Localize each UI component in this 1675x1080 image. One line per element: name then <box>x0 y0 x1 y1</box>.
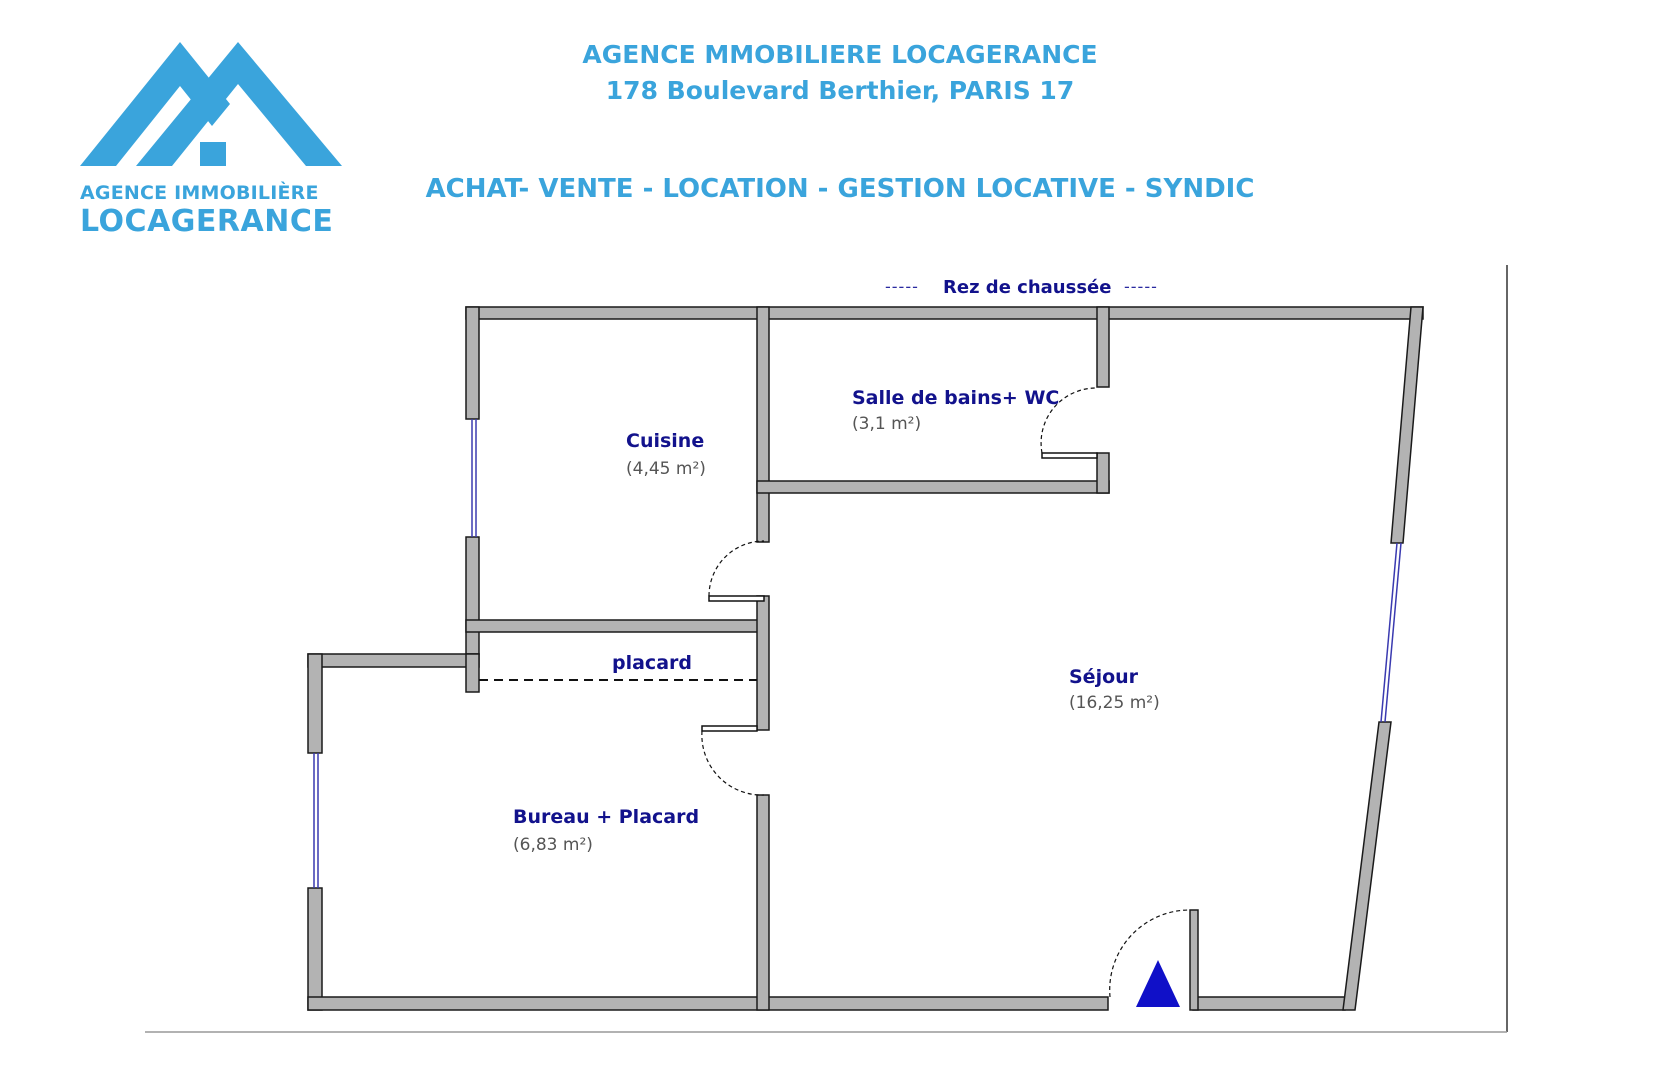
door-kitchen-leaf <box>708 595 765 602</box>
placard-label: placard <box>612 652 692 674</box>
door-bath-leaf <box>1041 452 1098 459</box>
triangle-up-icon <box>1136 960 1180 1007</box>
wall-kitchen-bottom <box>465 619 767 633</box>
door-bureau-arc <box>701 730 765 796</box>
wall-center-lower <box>756 794 770 1011</box>
logo-text-line2: LOCAGERANCE <box>80 204 334 239</box>
wall-bottom-right <box>1192 996 1346 1011</box>
wall-right-upper <box>1390 306 1424 544</box>
wall-bureau-top-stub <box>465 653 480 693</box>
floor-label-dash-left: ----- <box>885 277 919 296</box>
room-area-salle-de-bains: (3,1 m²) <box>852 414 921 434</box>
floor-label: Rez de chaussée <box>943 277 1111 298</box>
room-area-sejour: (16,25 m²) <box>1069 693 1160 713</box>
door-kitchen-arc <box>708 540 765 597</box>
doors <box>701 387 1191 998</box>
wall-bath-bottom <box>756 480 1110 494</box>
windows <box>313 419 1402 888</box>
wall-bureau-left-lower <box>307 887 323 1011</box>
house-roof-icon <box>80 42 342 166</box>
room-name-cuisine: Cuisine <box>626 430 704 452</box>
wall-kitchen-left-upper <box>465 306 480 420</box>
wall-entrance-jamb <box>1189 909 1199 1011</box>
wall-bureau-top <box>307 653 480 668</box>
room-area-cuisine: (4,45 m²) <box>626 459 706 479</box>
door-entrance-arc <box>1109 909 1191 998</box>
door-bureau-leaf <box>701 725 758 732</box>
room-area-bureau: (6,83 m²) <box>513 835 593 855</box>
door-bath-arc <box>1040 387 1098 454</box>
wall-kitchen-left-lower <box>465 536 480 655</box>
walls <box>307 306 1424 1011</box>
window-sejour-inner <box>1384 542 1402 723</box>
room-name-salle-de-bains: Salle de bains+ WC <box>852 387 1059 409</box>
wall-bath-right-lower <box>1096 452 1110 494</box>
agency-name: AGENCE MMOBILIERE LOCAGERANCE <box>582 40 1098 69</box>
wall-bottom-left <box>307 996 1109 1011</box>
floor-label-dash-right: ----- <box>1124 277 1158 296</box>
wall-center-upper <box>756 306 770 543</box>
agency-address: 178 Boulevard Berthier, PARIS 17 <box>605 76 1075 105</box>
wall-bureau-left-upper <box>307 653 323 754</box>
wall-bath-right-upper <box>1096 306 1110 388</box>
logo-text-line1: AGENCE IMMOBILIÈRE <box>80 182 319 204</box>
wall-right-lower <box>1342 721 1392 1011</box>
agency-logo: AGENCE IMMOBILIÈRE LOCAGERANCE <box>80 40 370 240</box>
agency-services: ACHAT- VENTE - LOCATION - GESTION LOCATI… <box>425 174 1255 204</box>
wall-center-mid <box>756 595 770 731</box>
window-sejour <box>1380 542 1398 723</box>
wall-top <box>465 306 1424 320</box>
room-name-bureau: Bureau + Placard <box>513 806 699 828</box>
room-name-sejour: Séjour <box>1069 666 1139 688</box>
